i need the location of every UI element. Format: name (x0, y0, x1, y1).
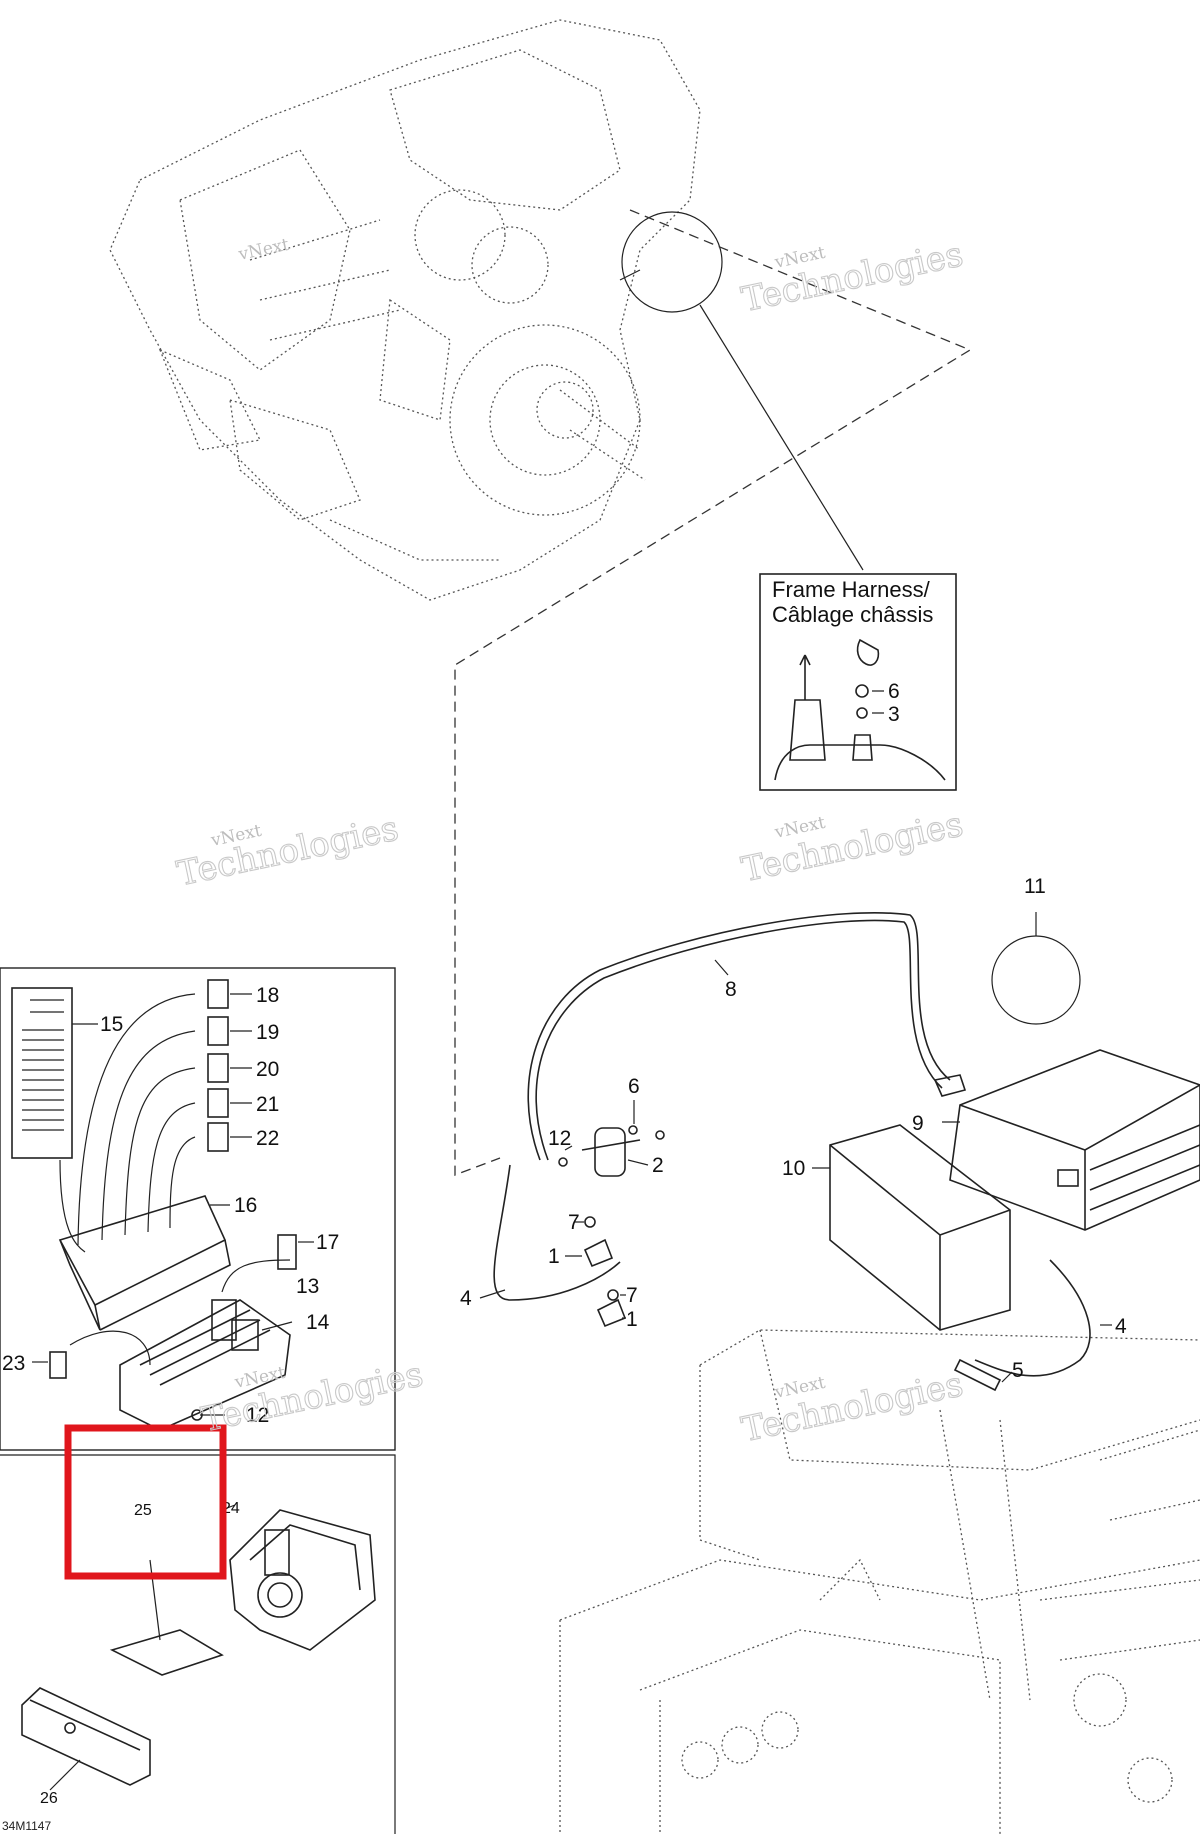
fuse-tray-inset: 26 24 (0, 1454, 396, 1834)
svg-text:vNext: vNext (236, 235, 291, 265)
vehicle-frame-illustration (559, 1329, 1200, 1834)
callout-16: 16 (234, 1194, 257, 1217)
inset-title-line2: Câblage châssis (772, 602, 933, 627)
callout-15: 15 (100, 1013, 123, 1036)
frame-harness-inset: Frame Harness/ Câblage châssis 6 3 (759, 573, 957, 791)
highlight-box (64, 1424, 227, 1580)
watermark-1: vNext Technologies (173, 808, 403, 895)
callout-22: 22 (256, 1127, 279, 1150)
callout-1-lower: 1 (626, 1308, 638, 1331)
callout-9: 9 (912, 1112, 924, 1135)
callout-3-inset: 3 (888, 703, 900, 726)
callout-1-upper: 1 (548, 1245, 560, 1268)
callout-8: 8 (725, 978, 737, 1001)
svg-text:Technologies: Technologies (738, 1364, 966, 1450)
watermark-3: vNext Technologies (738, 804, 968, 891)
detail-arrow (619, 269, 641, 281)
watermark-group: vNext Technologies vNext Technologies vN… (173, 234, 968, 1451)
callout-4-right: 4 (1115, 1315, 1127, 1338)
callout-12-box: 12 (246, 1404, 269, 1427)
callout-7-upper: 7 (568, 1211, 580, 1234)
callout-17: 17 (316, 1231, 339, 1254)
fuse-stack (207, 979, 252, 1152)
callout-13: 13 (296, 1275, 319, 1298)
callout-19: 19 (256, 1021, 279, 1044)
detail-circle (621, 211, 723, 313)
svg-text:Technologies: Technologies (738, 804, 966, 890)
callout-14: 14 (306, 1311, 330, 1334)
detail-leader (699, 304, 864, 571)
callout-23: 23 (2, 1352, 25, 1375)
watermark-6: vNext Technologies (738, 1364, 968, 1451)
callout-2: 2 (652, 1154, 664, 1177)
engine-illustration (109, 19, 701, 601)
callout-7-lower: 7 (626, 1284, 638, 1307)
callout-25: 25 (134, 1502, 152, 1519)
svg-text:Technologies: Technologies (198, 1354, 426, 1440)
callout-6-inset: 6 (888, 680, 900, 703)
callout-10: 10 (782, 1157, 805, 1180)
battery-assembly: 8 9 10 11 4 5 4 2 (460, 875, 1200, 1392)
watermark-4: vNext (236, 235, 291, 265)
callout-11: 11 (1024, 875, 1046, 898)
callout-5: 5 (1012, 1359, 1024, 1382)
callout-21: 21 (256, 1093, 279, 1116)
inset-title-line1: Frame Harness/ (772, 577, 931, 602)
callout-12: 12 (548, 1127, 571, 1150)
fuse-box-inset: 15 18 19 20 21 22 16 17 (0, 967, 396, 1451)
callout-18: 18 (256, 984, 279, 1007)
chain-line (454, 209, 972, 1176)
callout-6: 6 (628, 1075, 640, 1098)
callout-20: 20 (256, 1058, 279, 1081)
svg-text:Technologies: Technologies (738, 234, 966, 320)
callout-26: 26 (40, 1790, 58, 1807)
svg-text:Technologies: Technologies (174, 809, 402, 895)
figure-id: 34M1147 (2, 1819, 51, 1833)
callout-4-left: 4 (460, 1287, 472, 1310)
